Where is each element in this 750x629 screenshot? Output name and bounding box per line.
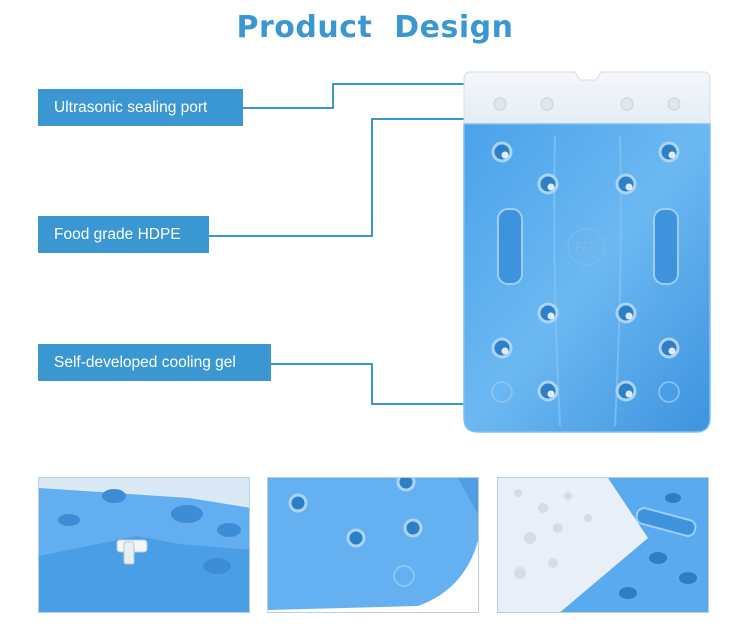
gel-body: [463, 123, 711, 433]
svg-text:HZ: HZ: [573, 239, 598, 257]
cap-holes: [493, 97, 681, 111]
connector-cooling-gel: [271, 363, 482, 405]
ice-pack-image: HZ: [463, 71, 711, 433]
connector-sealing-port: [243, 83, 582, 109]
sealing-cap: [463, 71, 711, 129]
thumbnail-image: [268, 478, 478, 612]
connector-hdpe: [209, 118, 495, 237]
thumbnail-angled-surface: [497, 477, 709, 613]
callout-label-cooling-gel: Self-developed cooling gel: [38, 344, 271, 381]
thumbnail-corner: [267, 477, 479, 613]
thumbnail-sealing-port: [38, 477, 250, 613]
thumbnail-image: [39, 478, 249, 612]
gel-holes: [491, 141, 680, 403]
grip-slots: [497, 208, 679, 285]
page-title: Product Design: [236, 10, 514, 45]
callout-label-sealing-port: Ultrasonic sealing port: [38, 89, 243, 126]
thumbnail-image: [498, 478, 708, 612]
callout-label-hdpe: Food grade HDPE: [38, 216, 209, 253]
brand-emblem: HZ: [567, 228, 605, 266]
